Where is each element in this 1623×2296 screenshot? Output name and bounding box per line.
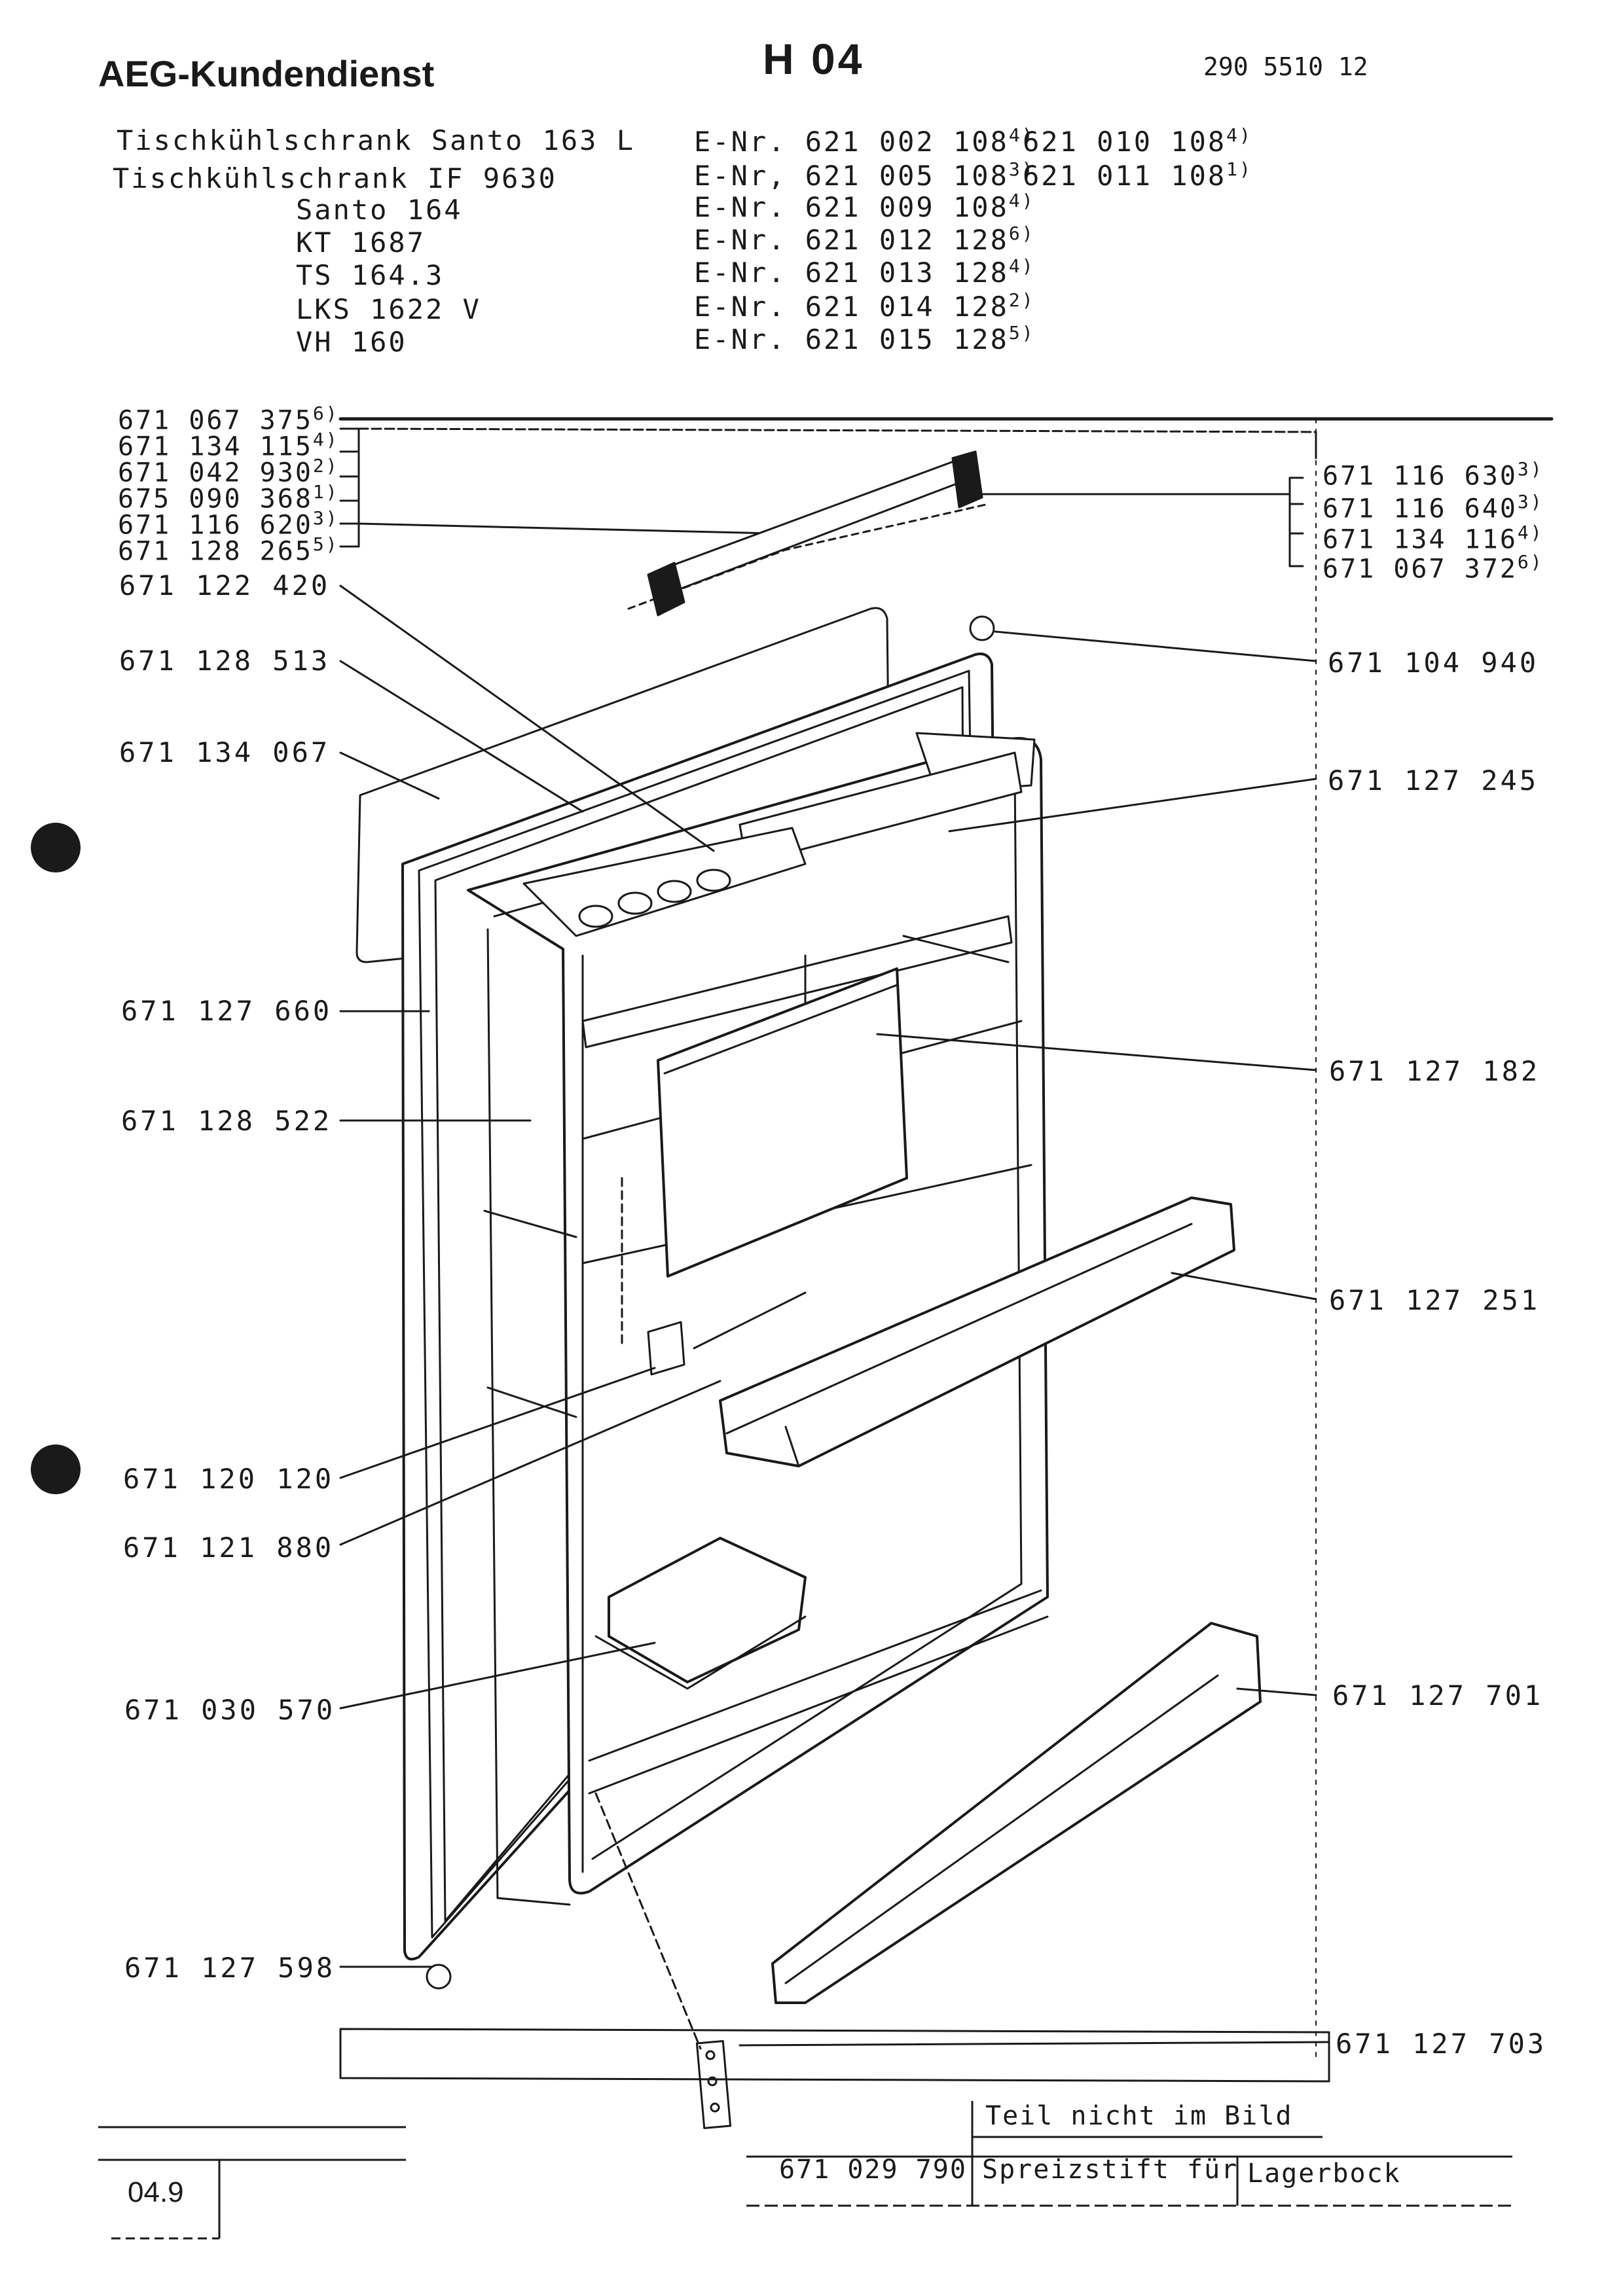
footnote-ref: 3) (312, 507, 339, 529)
footnote-ref: 6) (312, 403, 339, 424)
bottom-frame (339, 2028, 1330, 2083)
footnote-ref: 1) (312, 481, 339, 503)
footnote-ref: 6) (1517, 551, 1544, 573)
footnote-ref: 2) (312, 455, 339, 476)
model-line: Tischkühlschrank Santo 163 L (117, 124, 636, 156)
door-shelf (719, 1196, 1235, 1467)
part-number: 671 127 701 (1332, 1679, 1544, 1712)
screw-bottom (426, 1964, 452, 1990)
e-number: E-Nr. 621 015 1285) (694, 322, 1035, 355)
footnote-ref: 4) (1226, 124, 1252, 146)
part-number: 671 122 420 (119, 569, 331, 601)
screw-top (969, 615, 995, 641)
part-number: 671 134 067 (119, 736, 331, 768)
e-number-value: E-Nr. 621 002 108 (694, 126, 1009, 158)
e-number-value: 621 010 108 (1023, 126, 1227, 158)
footnote-ref: 4) (1517, 522, 1544, 543)
footnote-ref: 5) (312, 533, 339, 555)
model-line: TS 164.3 (296, 259, 445, 291)
part-label: 671 116 6303) (1322, 458, 1544, 491)
part-number: 671 121 880 (123, 1532, 335, 1564)
e-number: E-Nr. 621 014 1282) (694, 289, 1035, 323)
e-number-value: E-Nr. 621 012 128 (694, 224, 1009, 256)
part-number: 671 067 372 (1322, 554, 1518, 584)
footnote-ref: 3) (1517, 491, 1544, 512)
part-number: 671 127 182 (1329, 1055, 1541, 1087)
not-shown-heading: Teil nicht im Bild (985, 2101, 1293, 2131)
part-number: 671 128 265 (118, 536, 313, 567)
part-number: 671 127 703 (1336, 2028, 1547, 2060)
cover-plate (657, 967, 908, 1278)
sheet-id: H 04 (763, 35, 865, 83)
part-number: 675 090 368 (118, 484, 313, 514)
part-number: 671 116 620 (118, 510, 313, 541)
part-label: 671 042 9302) (118, 455, 339, 488)
part-number: 671 067 375 (118, 405, 313, 436)
part-number: 671 127 660 (121, 995, 333, 1027)
part-label: 671 067 3756) (118, 403, 339, 435)
part-label: 675 090 3681) (118, 481, 339, 514)
part-label: 671 116 6403) (1322, 491, 1544, 524)
part-number: 671 134 116 (1322, 524, 1518, 555)
part-number: 671 116 630 (1322, 461, 1518, 492)
footnote-ref: 4) (1008, 190, 1035, 211)
version-label: 04.9 (128, 2176, 184, 2208)
footnote-ref: 3) (1517, 458, 1544, 480)
part-number: 671 127 251 (1329, 1284, 1541, 1316)
footnote-ref: 3) (1008, 158, 1035, 180)
footnote-ref: 5) (1008, 322, 1035, 344)
footnote-ref: 4) (312, 429, 339, 450)
model-line: Tischkühlschrank IF 9630 (113, 162, 557, 194)
footnote-ref: 6) (1008, 223, 1035, 244)
e-number-value: E-Nr. 621 014 128 (694, 291, 1009, 323)
model-line: Santo 164 (296, 194, 463, 226)
e-number-extra: 621 011 1081) (1023, 158, 1252, 192)
e-number-value: E-Nr. 621 009 108 (694, 191, 1009, 223)
part-label: 671 067 3726) (1322, 551, 1544, 584)
part-label: 671 134 1154) (118, 429, 339, 461)
model-line: LKS 1622 V (296, 293, 481, 325)
punch-hole (31, 1444, 81, 1494)
e-number-value: E-Nr, 621 005 108 (694, 160, 1009, 192)
part-number: 671 134 115 (118, 431, 313, 462)
document-number: 290 5510 12 (1203, 52, 1368, 81)
footnote-ref: 4) (1008, 124, 1035, 146)
not-shown-description: Lagerbock (1247, 2159, 1401, 2189)
model-line: KT 1687 (296, 226, 426, 259)
part-number: 671 128 522 (121, 1105, 333, 1137)
part-number: 671 127 598 (124, 1952, 336, 1984)
bottom-flap (771, 1622, 1262, 2004)
part-number: 671 128 513 (119, 645, 331, 677)
part-number: 671 042 930 (118, 457, 313, 488)
part-number: 671 127 245 (1328, 764, 1539, 797)
part-number: 671 104 940 (1328, 647, 1539, 679)
model-line: VH 160 (296, 326, 407, 358)
not-shown-description: Spreizstift für (982, 2155, 1239, 2185)
footnote-ref: 1) (1226, 158, 1252, 180)
footnote-ref: 4) (1008, 255, 1035, 277)
punch-hole (31, 823, 81, 872)
e-number: E-Nr. 621 012 1286) (694, 223, 1035, 256)
e-number: E-Nr, 621 005 1083) (694, 158, 1035, 192)
not-shown-part-number: 671 029 790 (779, 2155, 967, 2185)
part-label: 671 128 2655) (118, 533, 339, 566)
e-number: E-Nr. 621 002 1084) (694, 124, 1035, 158)
door-handle (627, 450, 990, 617)
e-number: E-Nr. 621 009 1084) (694, 190, 1035, 223)
part-label: 671 134 1164) (1322, 522, 1544, 554)
e-number-extra: 621 010 1084) (1023, 124, 1252, 158)
footnote-ref: 2) (1008, 289, 1035, 311)
part-number: 671 116 640 (1322, 493, 1518, 524)
part-number: 671 120 120 (123, 1463, 335, 1495)
part-label: 671 116 6203) (118, 507, 339, 540)
e-number: E-Nr. 621 013 1284) (694, 255, 1035, 289)
e-number-value: 621 011 108 (1023, 160, 1227, 192)
brand-title: AEG-Kundendienst (98, 53, 435, 94)
e-number-value: E-Nr. 621 015 128 (694, 323, 1009, 355)
part-number: 671 030 570 (124, 1694, 336, 1726)
e-number-value: E-Nr. 621 013 128 (694, 257, 1009, 289)
